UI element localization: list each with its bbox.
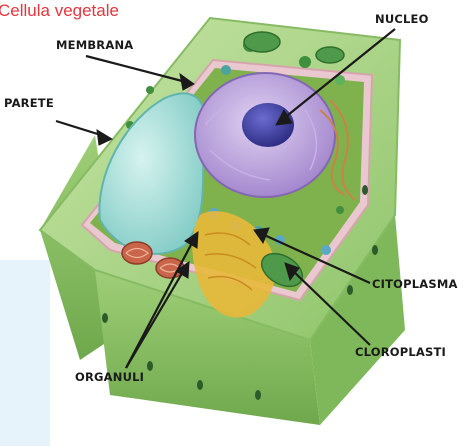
- label-cloroplasti: CLOROPLASTI: [355, 345, 446, 359]
- background-tint: [0, 260, 50, 446]
- label-citoplasma: CITOPLASMA: [372, 277, 458, 291]
- arrow-parete: [56, 121, 104, 136]
- label-parete: PARETE: [4, 96, 54, 110]
- vacuole: [99, 93, 205, 253]
- label-membrana: MEMBRANA: [56, 38, 133, 52]
- diagram-title: Cellula vegetale: [0, 1, 119, 21]
- nucleolus: [242, 103, 294, 147]
- label-organuli: ORGANULI: [75, 370, 144, 384]
- label-nucleo: NUCLEO: [375, 12, 429, 26]
